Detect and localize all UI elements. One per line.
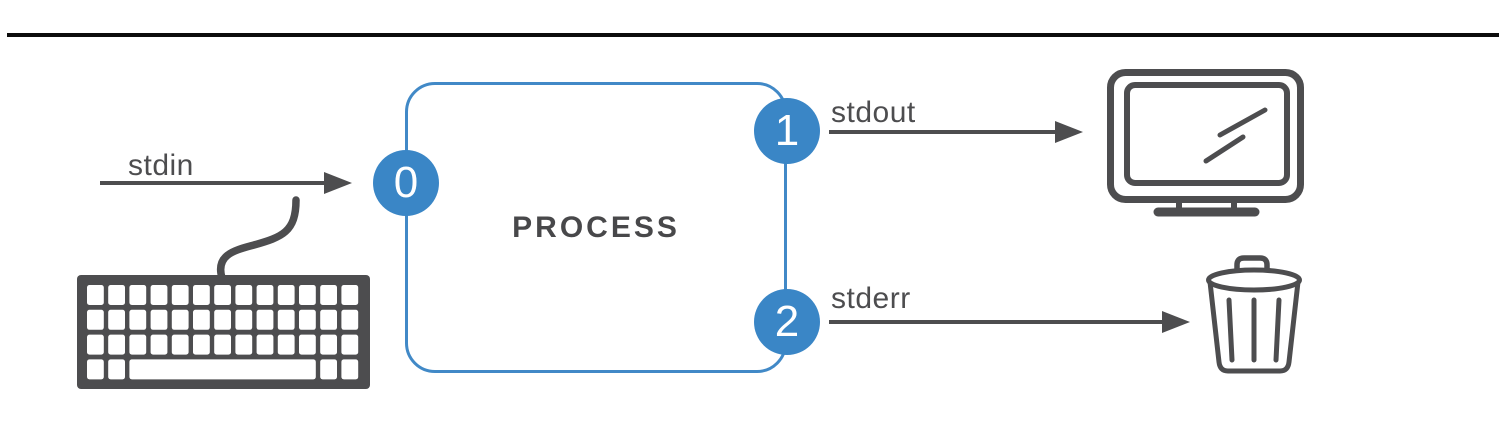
trash-rib — [1226, 297, 1235, 363]
trash-lid — [1206, 267, 1302, 293]
trash-rib — [1273, 297, 1282, 363]
stdout-arrow — [829, 121, 1083, 143]
stdout-label: stdout — [831, 96, 916, 129]
fd-badge-stdin: 0 — [373, 150, 439, 216]
keyboard-cable — [216, 196, 300, 282]
fd-badge-stderr: 2 — [754, 289, 820, 355]
trash-body — [1207, 281, 1301, 374]
stdin-arrow — [100, 172, 352, 194]
fd-badge-stdout: 1 — [754, 98, 820, 164]
screen-glare-line — [1203, 134, 1246, 164]
process-label: PROCESS — [512, 210, 680, 244]
keyboard-icon — [77, 275, 370, 389]
monitor-screen — [1124, 82, 1290, 186]
stderr-arrow — [829, 311, 1190, 333]
keyboard-spacebar — [129, 359, 316, 380]
monitor-icon — [1107, 69, 1304, 217]
trash-handle — [1234, 255, 1270, 275]
trash-icon — [1206, 255, 1302, 374]
top-divider — [7, 33, 1499, 37]
keyboard-bottom-row — [87, 359, 359, 380]
monitor-frame — [1107, 69, 1304, 203]
process-box: PROCESS — [405, 82, 787, 373]
stderr-label: stderr — [831, 282, 911, 315]
screen-glare-line — [1217, 107, 1268, 138]
stdin-label: stdin — [128, 149, 194, 182]
